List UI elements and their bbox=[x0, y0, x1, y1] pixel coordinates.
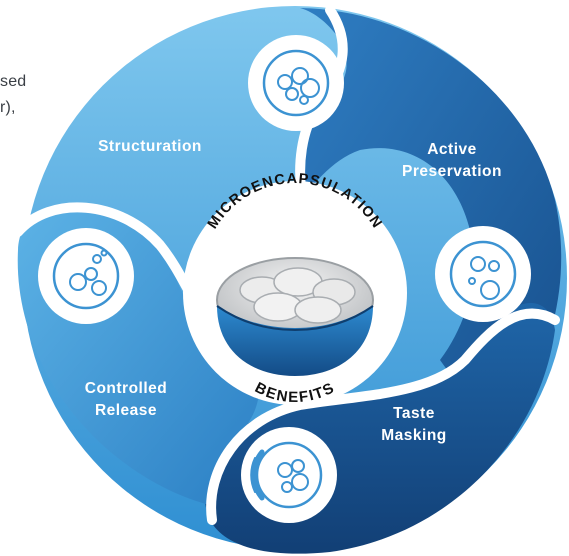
label-controlled-release-line2: Release bbox=[95, 402, 157, 419]
label-structuration: Structuration bbox=[98, 138, 202, 155]
cropped-text-line-1: sed bbox=[0, 73, 27, 90]
label-taste-masking-line2: Masking bbox=[381, 427, 447, 444]
label-taste-masking-line1: Taste bbox=[393, 405, 435, 422]
circles-in-disk-icon bbox=[435, 226, 531, 322]
microcapsule-bowl-icon bbox=[216, 257, 374, 376]
label-active-preservation-line2: Preservation bbox=[402, 163, 502, 180]
label-controlled-release-line1: Controlled bbox=[85, 380, 168, 397]
bubbles-with-shield-icon bbox=[241, 427, 337, 523]
cropped-text-line-2: r), bbox=[0, 99, 16, 116]
label-active-preservation-line1: Active bbox=[427, 141, 477, 158]
bubbles-cluster-icon bbox=[248, 35, 344, 131]
released-bubbles-icon bbox=[38, 228, 134, 324]
